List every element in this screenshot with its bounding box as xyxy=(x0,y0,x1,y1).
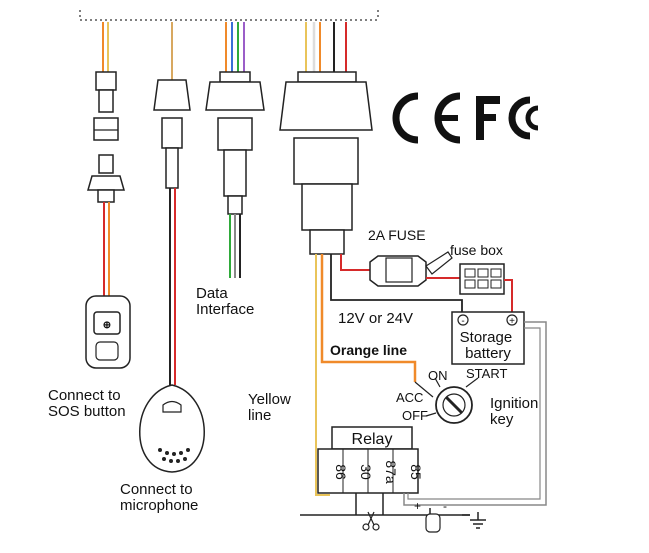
fuse-label: 2A FUSE xyxy=(368,227,426,243)
key-start: START xyxy=(466,366,507,381)
battery-return-wire xyxy=(403,321,547,506)
fuse-box xyxy=(459,263,513,314)
ground-minus: - xyxy=(443,499,447,513)
black-wire xyxy=(330,254,463,314)
relay-pin-30: 30 xyxy=(358,464,374,480)
battery-plus: + xyxy=(509,316,515,327)
storage-battery: - + Storage battery xyxy=(451,311,525,365)
svg-text:Storage battery: Storage battery xyxy=(460,329,517,362)
relay xyxy=(317,426,419,494)
key-acc: ACC xyxy=(396,390,423,405)
relay-pin-86: 86 xyxy=(333,464,349,480)
relay-pin-87a: 87a xyxy=(383,460,399,484)
fcc-logo xyxy=(476,96,539,140)
battery-return-wire-inner xyxy=(407,327,541,500)
relay-pin-85: 85 xyxy=(408,464,424,480)
red-wire xyxy=(340,254,370,271)
sos-label: Connect to SOS button xyxy=(48,387,126,420)
data-interface-label: Data Interface xyxy=(196,285,254,318)
microphone-cable xyxy=(153,22,191,385)
relay-label: Relay xyxy=(352,431,393,448)
fuse xyxy=(369,251,460,287)
voltage-label: 12V or 24V xyxy=(338,310,413,327)
ignition-label: Ignition key xyxy=(490,395,543,428)
yellow-line-label: Yellow line xyxy=(248,391,295,424)
sos-cable xyxy=(87,22,125,296)
key-off: OFF xyxy=(402,408,428,423)
battery-minus: - xyxy=(461,316,464,327)
power-harness xyxy=(279,22,373,255)
orange-line-label: Orange line xyxy=(330,342,407,358)
starter-circuit xyxy=(300,493,470,516)
data-interface-cable xyxy=(205,22,265,278)
microphone-label: Connect to microphone xyxy=(120,481,198,514)
fuse-box-label: fuse box xyxy=(450,242,503,258)
orange-wire xyxy=(320,254,417,382)
starter-motor xyxy=(425,508,441,533)
ce-logo xyxy=(392,92,461,144)
sos-button: ⊕ xyxy=(85,295,131,369)
ignition-key xyxy=(414,377,479,424)
ground-plus: + xyxy=(414,499,421,513)
ground-icon xyxy=(462,512,486,529)
yellow-wire xyxy=(315,254,330,496)
svg-text:⊕: ⊕ xyxy=(103,320,111,331)
microphone xyxy=(139,384,205,473)
scissors-icon xyxy=(362,511,380,531)
key-on: ON xyxy=(428,368,448,383)
